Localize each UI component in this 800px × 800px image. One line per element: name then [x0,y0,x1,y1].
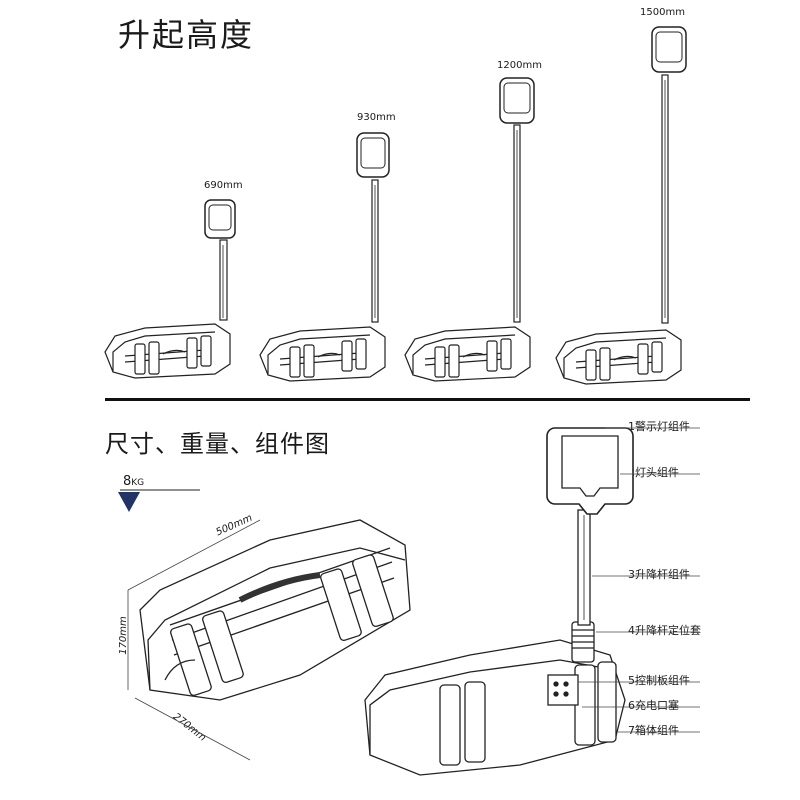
section-divider [105,398,750,401]
part-leader-lines [578,427,700,733]
component-drawing [364,427,634,776]
raised-unit-690 [104,199,236,379]
weight-unit: KG [131,478,145,488]
raised-unit-930 [259,132,390,382]
weight-label: 8KG [123,474,144,489]
part-label-2: 2灯头组件 [628,466,679,479]
dimension-lines [127,519,261,761]
height-label-1200: 1200mm [497,60,542,71]
part-label-7: 7箱体组件 [628,724,679,737]
closed-case-drawing [139,519,411,701]
height-label-1500: 1500mm [640,7,685,18]
dims-weight-parts-title: 尺寸、重量、组件图 [105,430,330,458]
height-label-690: 690mm [204,180,243,191]
raised-unit-1500 [555,26,687,385]
part-label-3: 3升降杆组件 [628,568,690,581]
rise-height-title: 升起高度 [118,16,255,54]
part-label-5: 5控制板组件 [628,674,690,687]
weight-marker [118,489,200,512]
part-label-4: 4升降杆定位套 [628,624,701,637]
weight-value: 8 [123,474,132,489]
part-label-1: 1警示灯组件 [628,420,690,433]
height-label-930: 930mm [357,112,396,123]
raised-unit-1200 [404,77,535,382]
part-label-6: 6充电口塞 [628,699,679,712]
